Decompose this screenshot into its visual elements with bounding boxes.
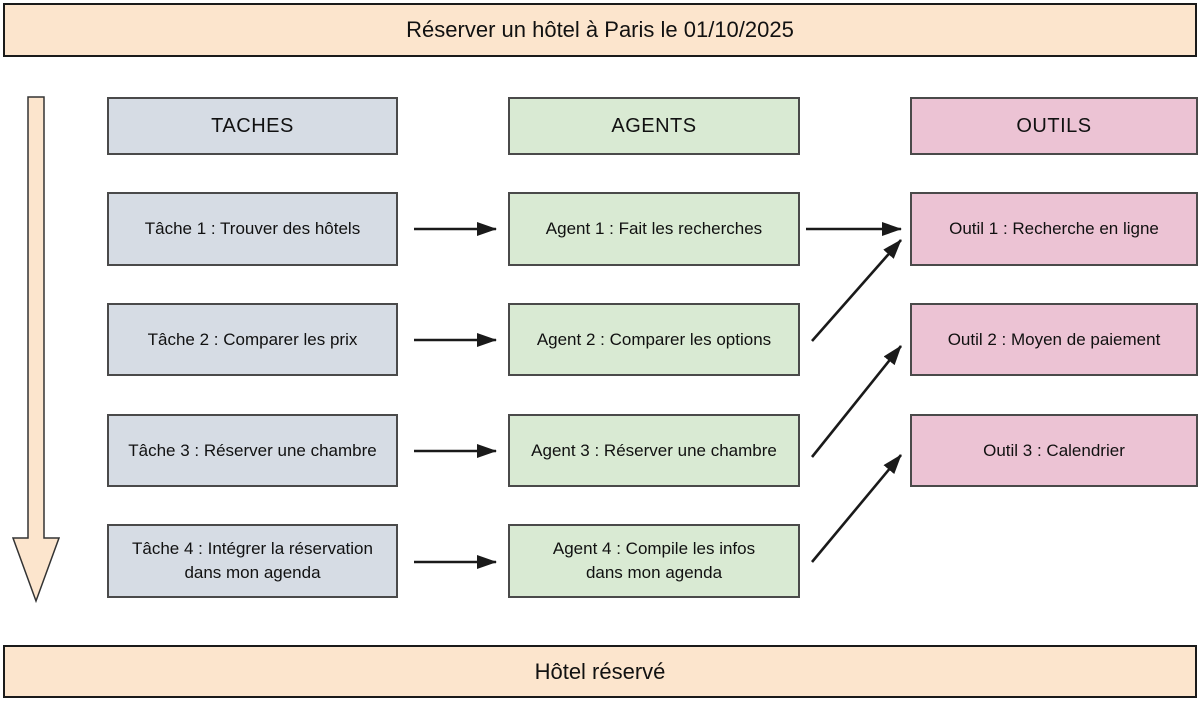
task-box-2: Tâche 2 : Comparer les prix — [107, 303, 398, 376]
column-header-agents: AGENTS — [508, 97, 800, 155]
agent-box-1-label: Agent 1 : Fait les recherches — [545, 219, 763, 239]
agent-box-1: Agent 1 : Fait les recherches — [508, 192, 800, 266]
arrow-agent2-outil1 — [811, 239, 902, 342]
tool-box-2: Outil 2 : Moyen de paiement — [910, 303, 1198, 376]
task-box-3: Tâche 3 : Réserver une chambre — [107, 414, 398, 487]
start-banner-label: Réserver un hôtel à Paris le 01/10/2025 — [406, 17, 794, 42]
task-box-2-label: Tâche 2 : Comparer les prix — [147, 329, 358, 349]
end-banner-label: Hôtel réservé — [534, 658, 666, 684]
agent-box-2: Agent 2 : Comparer les options — [508, 303, 800, 376]
tool-box-1-label: Outil 1 : Recherche en ligne — [949, 219, 1159, 239]
tool-box-3-label: Outil 3 : Calendrier — [983, 440, 1125, 460]
task-box-1-label: Tâche 1 : Trouver des hôtels — [144, 219, 361, 239]
arrow-agent4-outil3 — [811, 454, 902, 563]
tool-box-1: Outil 1 : Recherche en ligne — [910, 192, 1198, 266]
agent-box-3: Agent 3 : Réserver une chambre — [508, 414, 800, 487]
agent-box-2-label: Agent 2 : Comparer les options — [536, 329, 772, 349]
column-header-taches: TACHES — [107, 97, 398, 155]
tool-box-2-label: Outil 2 : Moyen de paiement — [947, 329, 1161, 349]
agent-box-4: Agent 4 : Compile les infos dans mon age… — [508, 524, 800, 598]
end-banner: Hôtel réservé — [3, 645, 1197, 698]
task-box-3-label: Tâche 3 : Réserver une chambre — [128, 440, 377, 460]
tool-box-3: Outil 3 : Calendrier — [910, 414, 1198, 487]
arrow-agent3-outil2 — [810, 345, 903, 458]
start-banner: Réserver un hôtel à Paris le 01/10/2025 — [3, 3, 1197, 57]
column-header-taches-label: TACHES — [211, 115, 294, 137]
column-header-outils-label: OUTILS — [1016, 115, 1092, 137]
column-header-agents-label: AGENTS — [611, 115, 697, 137]
agent-box-3-label: Agent 3 : Réserver une chambre — [531, 440, 777, 460]
agent-box-4-label: Agent 4 : Compile les infos dans mon age… — [552, 539, 756, 582]
task-box-4: Tâche 4 : Intégrer la réservation dans m… — [107, 524, 398, 598]
column-header-outils: OUTILS — [910, 97, 1198, 155]
flow-down-arrow — [11, 96, 61, 604]
task-box-4-label: Tâche 4 : Intégrer la réservation dans m… — [132, 539, 373, 582]
task-box-1: Tâche 1 : Trouver des hôtels — [107, 192, 398, 266]
